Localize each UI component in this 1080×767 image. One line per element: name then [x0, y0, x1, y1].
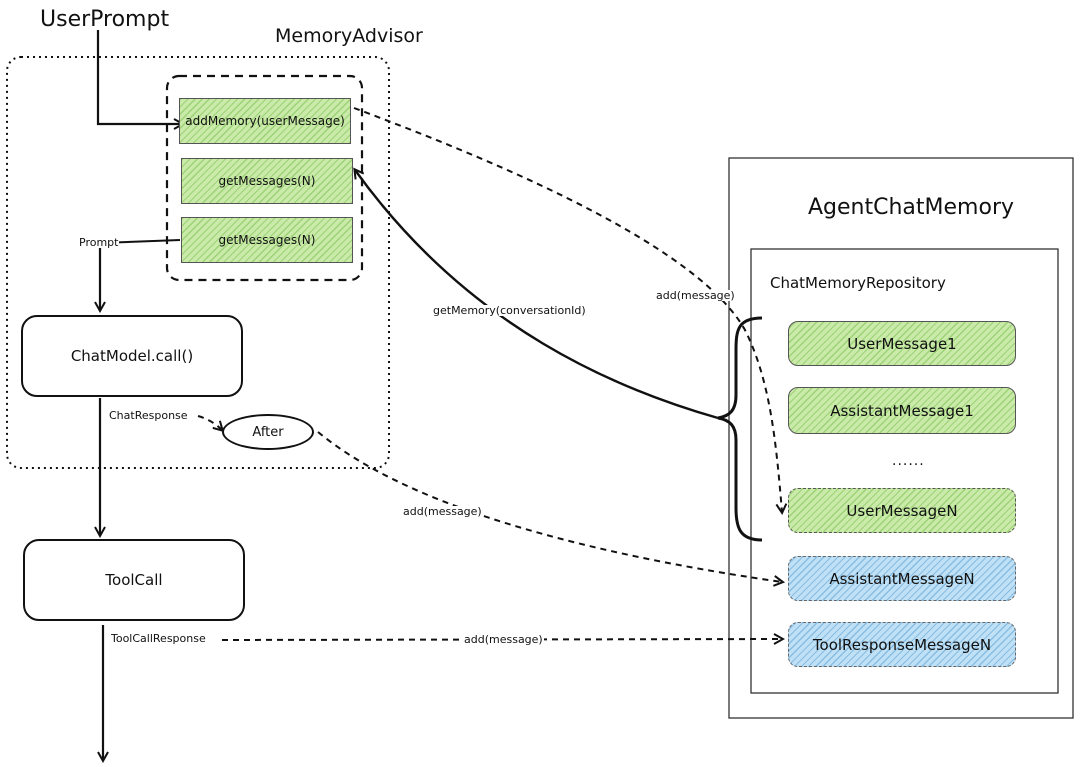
get-messages-method-1-label: getMessages(N)	[218, 174, 316, 188]
after-node: After	[222, 414, 314, 450]
tool-call-label: ToolCall	[105, 571, 163, 589]
tool-response-message-n: ToolResponseMessageN	[788, 622, 1016, 667]
chat-memory-repository-label: ChatMemoryRepository	[770, 274, 946, 292]
user-prompt-arrow	[96, 30, 182, 124]
chat-model-call-label: ChatModel.call()	[70, 347, 194, 365]
user-message-1-label: UserMessage1	[847, 334, 957, 353]
chat-response-to-after	[197, 415, 222, 430]
user-message-1: UserMessage1	[788, 321, 1016, 366]
add-memory-method-label: addMemory(userMessage)	[185, 114, 345, 128]
agent-chat-memory-container	[728, 157, 1074, 719]
assistant-message-1: AssistantMessage1	[788, 387, 1016, 434]
assistant-message-1-label: AssistantMessage1	[830, 401, 974, 420]
chat-memory-repository-container	[750, 248, 1059, 694]
assistant-message-n-label: AssistantMessageN	[829, 569, 975, 588]
tool-response-message-n-label: ToolResponseMessageN	[812, 635, 992, 654]
advisor-methods-group	[165, 74, 364, 282]
user-message-n: UserMessageN	[788, 488, 1016, 533]
user-message-n-label: UserMessageN	[846, 501, 958, 520]
ellipsis-indicator: ......	[892, 453, 925, 469]
tool-call-response-edge-label: ToolCallResponse	[110, 632, 207, 645]
add-message-after-edge-label: add(message)	[402, 505, 483, 518]
get-messages-method-2-label: getMessages(N)	[218, 233, 316, 247]
add-memory-method: addMemory(userMessage)	[179, 98, 351, 144]
repository-brace	[717, 316, 763, 542]
chat-model-call-node: ChatModel.call()	[21, 315, 243, 397]
get-memory-arrow	[355, 170, 719, 420]
memory-advisor-label: MemoryAdvisor	[275, 25, 423, 47]
get-messages-method-2: getMessages(N)	[181, 217, 353, 263]
add-message-top-edge-label: add(message)	[655, 289, 736, 302]
get-messages-method-1: getMessages(N)	[181, 158, 353, 204]
after-to-assistant-message-n	[317, 431, 782, 582]
after-label: After	[252, 424, 284, 440]
add-message-tool-edge-label: add(message)	[463, 633, 544, 646]
user-prompt-label: UserPrompt	[40, 7, 170, 32]
get-memory-edge-label: getMemory(conversationId)	[432, 304, 587, 317]
tool-call-node: ToolCall	[23, 539, 245, 621]
agent-chat-memory-label: AgentChatMemory	[808, 195, 1015, 220]
chat-response-edge-label: ChatResponse	[108, 409, 189, 422]
assistant-message-n: AssistantMessageN	[788, 556, 1016, 601]
prompt-edge-label: Prompt	[78, 236, 120, 249]
